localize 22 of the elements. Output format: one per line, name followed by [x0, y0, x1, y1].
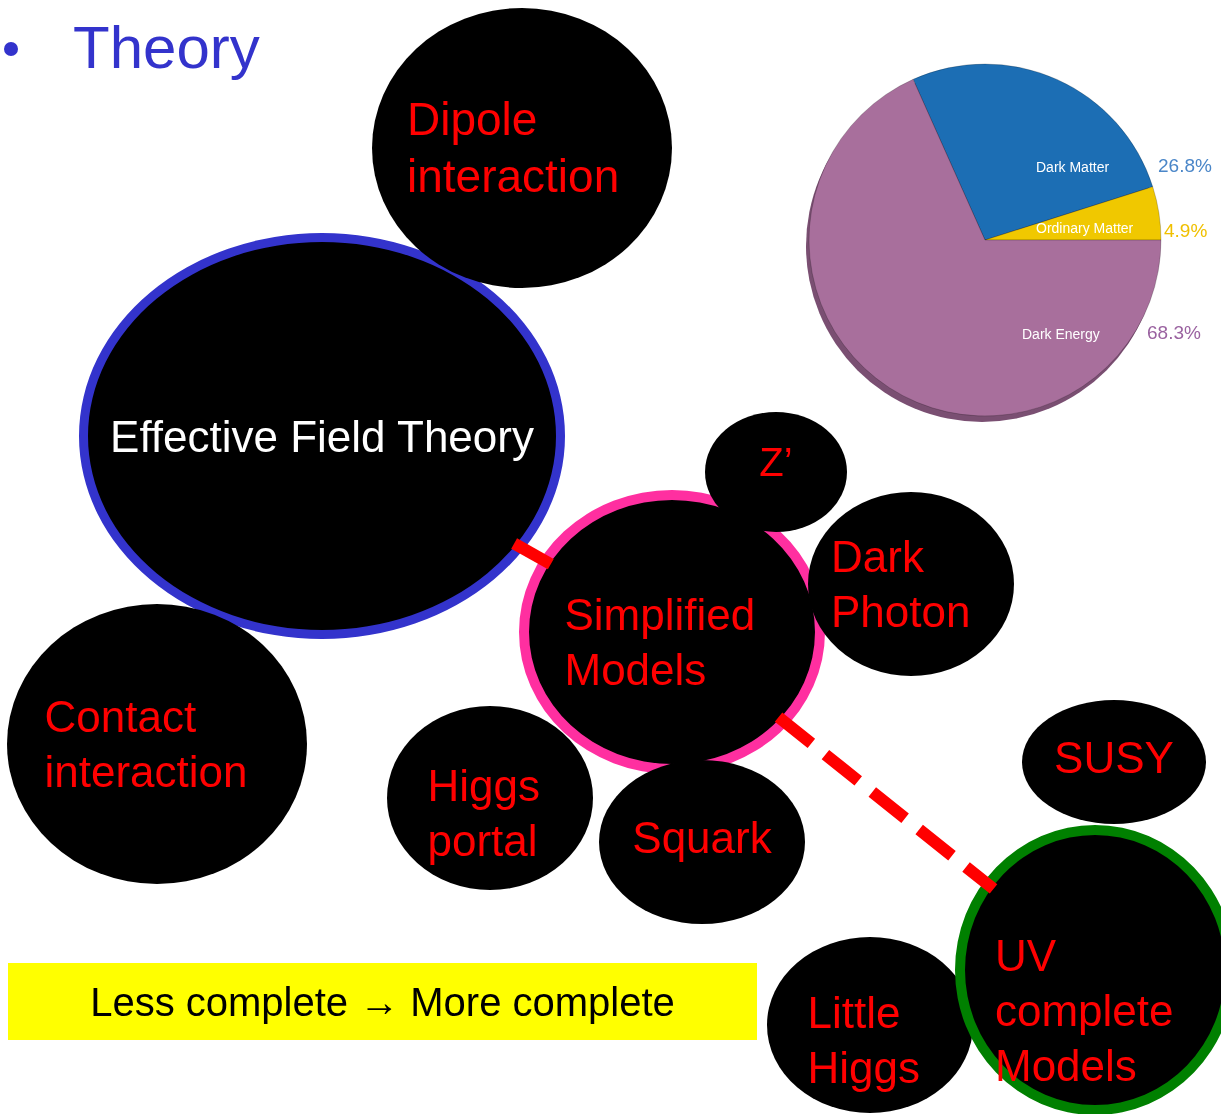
slice-label: Dark Energy — [1022, 326, 1100, 343]
node-label: Contact interaction — [44, 691, 249, 798]
highlight-box — [8, 963, 757, 1040]
node-label: Higgs portal — [427, 760, 541, 867]
node-label: Little Higgs — [807, 987, 921, 1094]
title: Theory — [73, 13, 260, 83]
node-label: Squark — [632, 811, 772, 864]
slice-label: Ordinary Matter — [1036, 220, 1134, 237]
node-label: SUSY — [1054, 731, 1174, 784]
dashed-connector — [511, 538, 555, 570]
node-label: UV complete Models — [995, 929, 1175, 1092]
node-label: Less complete → More complete — [90, 978, 675, 1026]
dashed-connector — [774, 712, 998, 894]
node-label: Dark Photon — [831, 531, 972, 638]
value-label: 4.9% — [1164, 220, 1208, 241]
node-label: Z’ — [759, 439, 793, 486]
node-label: Simplified Models — [564, 589, 757, 696]
slice-label: Dark Matter — [1036, 159, 1110, 176]
value-label: 68.3% — [1147, 322, 1201, 343]
node-label: Effective Field Theory — [110, 410, 534, 463]
value-label: 26.8% — [1158, 155, 1212, 176]
node-label: Dipole interaction — [407, 91, 621, 204]
